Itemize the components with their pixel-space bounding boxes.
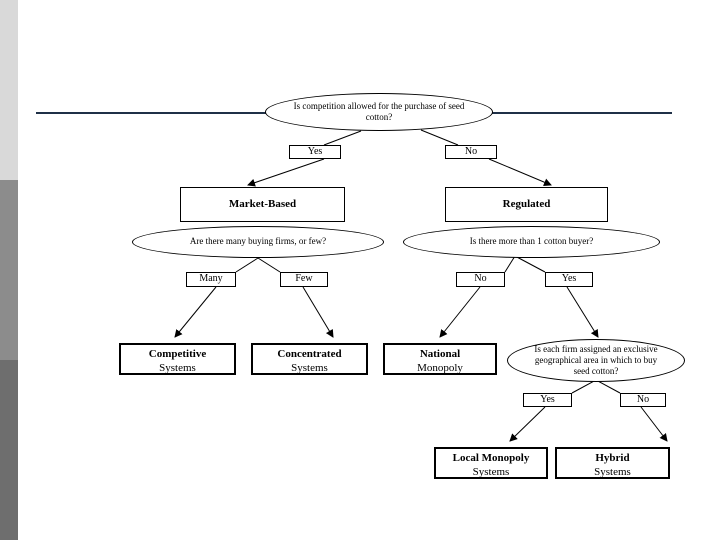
- root-question-ellipse: Is competition allowed for the purchase …: [265, 93, 493, 131]
- national-monopoly-box: National Monopoly: [383, 343, 497, 375]
- right-question-text: Is there more than 1 cotton buyer?: [469, 236, 594, 247]
- local-monopoly-title: Local Monopoly: [452, 452, 530, 464]
- competitive-systems-box: Competitive Systems: [119, 343, 236, 375]
- right-question-ellipse: Is there more than 1 cotton buyer?: [403, 226, 660, 258]
- connector-subq-to-no: [595, 379, 621, 394]
- concentrated-systems-subtitle: Systems: [291, 361, 328, 374]
- competitive-systems-subtitle: Systems: [159, 361, 196, 374]
- market-based-heading-text: Market-Based: [228, 197, 297, 210]
- connector-root-to-no: [420, 129, 459, 146]
- left-answer-few-box: Few: [280, 272, 328, 287]
- regulated-heading: Regulated: [445, 187, 608, 222]
- arrow-many-to-competitive: [174, 286, 217, 338]
- concentrated-systems-box: Concentrated Systems: [251, 343, 368, 375]
- market-based-heading: Market-Based: [180, 187, 345, 222]
- hybrid-systems-title: Hybrid: [595, 452, 630, 464]
- arrow-no-to-hybrid: [640, 406, 668, 442]
- root-answer-yes-box: Yes: [289, 145, 341, 159]
- right-answer-yes-box: Yes: [545, 272, 593, 287]
- left-question-ellipse: Are there many buying firms, or few?: [132, 226, 384, 258]
- right-answer-no-box: No: [456, 272, 505, 287]
- connector-left-q-to-many: [235, 257, 259, 273]
- hybrid-systems-subtitle: Systems: [594, 465, 631, 478]
- national-monopoly-subtitle: Monopoly: [417, 361, 463, 374]
- local-monopoly-systems-box: Local Monopoly Systems: [434, 447, 548, 479]
- left-question-text: Are there many buying firms, or few?: [189, 236, 327, 247]
- sub-answer-yes-box: Yes: [523, 393, 572, 407]
- arrow-yes-to-local-monopoly: [509, 406, 546, 442]
- right-answer-yes-label: Yes: [561, 273, 577, 285]
- root-question-text: Is competition allowed for the purchase …: [293, 100, 465, 122]
- left-answer-many-box: Many: [186, 272, 236, 287]
- connector-root-to-yes: [323, 130, 362, 146]
- sub-question-ellipse: Is each firm assigned an exclusive geogr…: [507, 339, 685, 382]
- regulated-heading-text: Regulated: [502, 197, 551, 210]
- left-band-dark-gray: [0, 360, 18, 540]
- left-band-light-gray: [0, 0, 18, 180]
- arrow-yes-to-subquestion: [566, 286, 599, 338]
- connector-left-q-to-few: [257, 257, 281, 273]
- left-answer-few-label: Few: [295, 273, 313, 285]
- connector-right-q-to-yes: [514, 255, 546, 273]
- local-monopoly-subtitle: Systems: [472, 465, 510, 478]
- right-answer-no-label: No: [474, 273, 487, 285]
- left-band-mid-gray: [0, 180, 18, 360]
- arrow-no-to-regulated: [488, 158, 552, 186]
- left-answer-many-label: Many: [199, 273, 223, 285]
- sub-answer-no-label: No: [636, 393, 650, 405]
- root-answer-no-box: No: [445, 145, 497, 159]
- connector-right-q-to-no: [504, 255, 516, 273]
- national-monopoly-title: National: [419, 348, 461, 360]
- sub-answer-yes-label: Yes: [540, 393, 555, 405]
- hybrid-systems-box: Hybrid Systems: [555, 447, 670, 479]
- arrow-no-to-national: [439, 286, 481, 338]
- arrow-few-to-concentrated: [302, 286, 334, 338]
- sub-question-text: Is each firm assigned an exclusive geogr…: [534, 343, 658, 377]
- arrow-yes-to-market: [247, 158, 325, 187]
- root-answer-yes-label: Yes: [307, 145, 323, 157]
- competitive-systems-title: Competitive: [148, 348, 207, 360]
- concentrated-systems-title: Concentrated: [277, 348, 342, 360]
- connector-subq-to-yes: [571, 379, 597, 394]
- sub-answer-no-box: No: [620, 393, 666, 407]
- root-answer-no-label: No: [464, 145, 478, 157]
